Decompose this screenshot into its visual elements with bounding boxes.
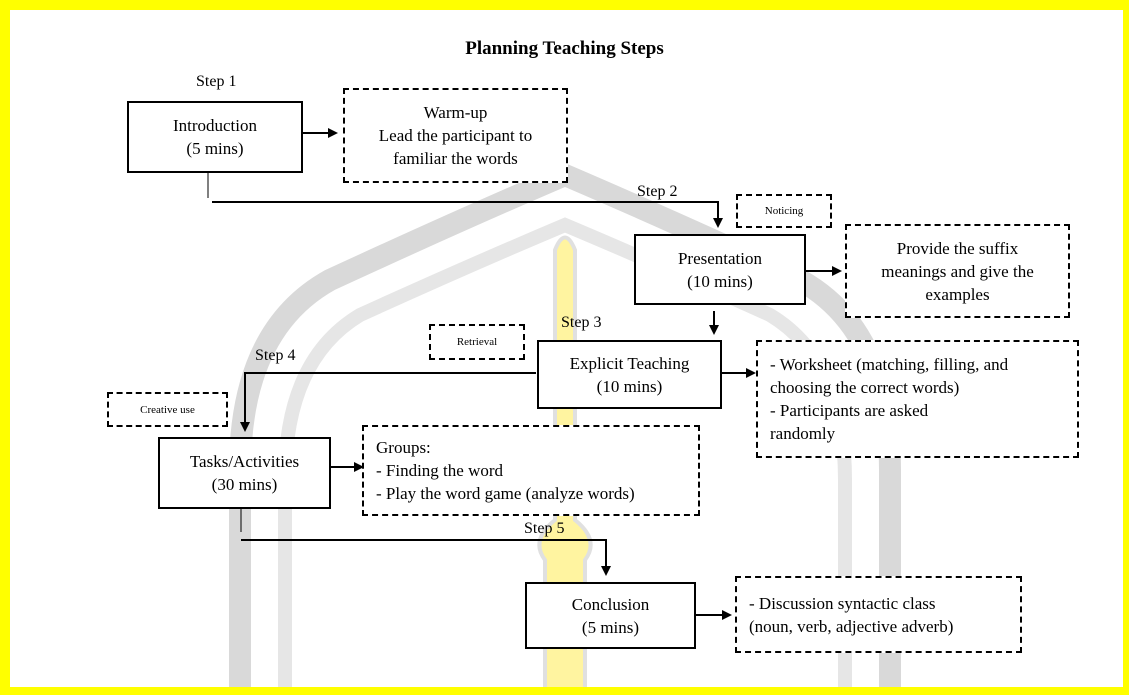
step-4-label: Step 4 [255, 347, 296, 364]
warmup-line3: familiar the words [393, 149, 518, 168]
groups-line3: - Play the word game (analyze words) [376, 484, 635, 503]
arrow-to-tasks [240, 372, 536, 432]
retrieval-text: Retrieval [456, 336, 498, 348]
groups-line1: Groups: [376, 438, 431, 457]
creative-use-tag: Creative use [107, 392, 228, 427]
suffix-note: Provide the suffix meanings and give the… [845, 224, 1070, 318]
suffix-line3: examples [925, 284, 990, 304]
retrieval-tag: Retrieval [429, 324, 525, 360]
groups-line2: - Finding the word [376, 461, 504, 480]
suffix-line1: Provide the suffix [896, 238, 1019, 258]
arrow-to-presentation [212, 201, 723, 228]
tasks-activities-duration: (30 mins) [211, 475, 278, 494]
step-5-label: Step 5 [524, 520, 565, 537]
explicit-teaching-duration: (10 mins) [596, 376, 663, 396]
conclusion-duration: (5 mins) [581, 617, 640, 637]
diagram-title: Planning Teaching Steps [465, 38, 664, 59]
suffix-line2: meanings and give the [881, 261, 1034, 281]
explicit-teaching-box: Explicit Teaching (10 mins) [537, 340, 722, 409]
warmup-line2: Lead the participant to [378, 126, 533, 145]
step-2-label: Step 2 [637, 183, 678, 200]
noticing-text: Noticing [764, 205, 804, 217]
tasks-activities-title: Tasks/Activities [189, 452, 300, 471]
groups-note: Groups: - Finding the word - Play the wo… [362, 425, 700, 516]
worksheet-note: - Worksheet (matching, filling, and choo… [756, 340, 1079, 458]
conclusion-box: Conclusion (5 mins) [525, 582, 696, 649]
warmup-line1: Warm-up [423, 103, 488, 122]
arrow-to-conclusion [241, 539, 611, 576]
creative-use-text: Creative use [140, 403, 195, 416]
discussion-line1: - Discussion syntactic class [749, 593, 936, 613]
introduction-title: Introduction [172, 116, 258, 135]
noticing-tag: Noticing [736, 194, 832, 228]
presentation-title: Presentation [677, 248, 763, 268]
presentation-box: Presentation (10 mins) [634, 234, 806, 305]
discussion-note: - Discussion syntactic class (noun, verb… [735, 576, 1022, 653]
tasks-activities-box: Tasks/Activities (30 mins) [158, 437, 331, 509]
introduction-duration: (5 mins) [186, 139, 244, 158]
introduction-box: Introduction (5 mins) [127, 101, 303, 173]
step-1-label: Step 1 [196, 73, 237, 90]
step-3-label: Step 3 [561, 314, 602, 331]
discussion-line2: (noun, verb, adjective adverb) [749, 616, 954, 636]
conclusion-title: Conclusion [571, 594, 650, 614]
worksheet-line3: - Participants are asked [770, 401, 929, 420]
worksheet-line2: choosing the correct words) [770, 378, 960, 397]
worksheet-line4: randomly [770, 424, 836, 443]
explicit-teaching-title: Explicit Teaching [569, 353, 690, 373]
worksheet-line1: - Worksheet (matching, filling, and [770, 355, 1009, 374]
presentation-duration: (10 mins) [687, 271, 753, 291]
warmup-note: Warm-up Lead the participant to familiar… [343, 88, 568, 183]
